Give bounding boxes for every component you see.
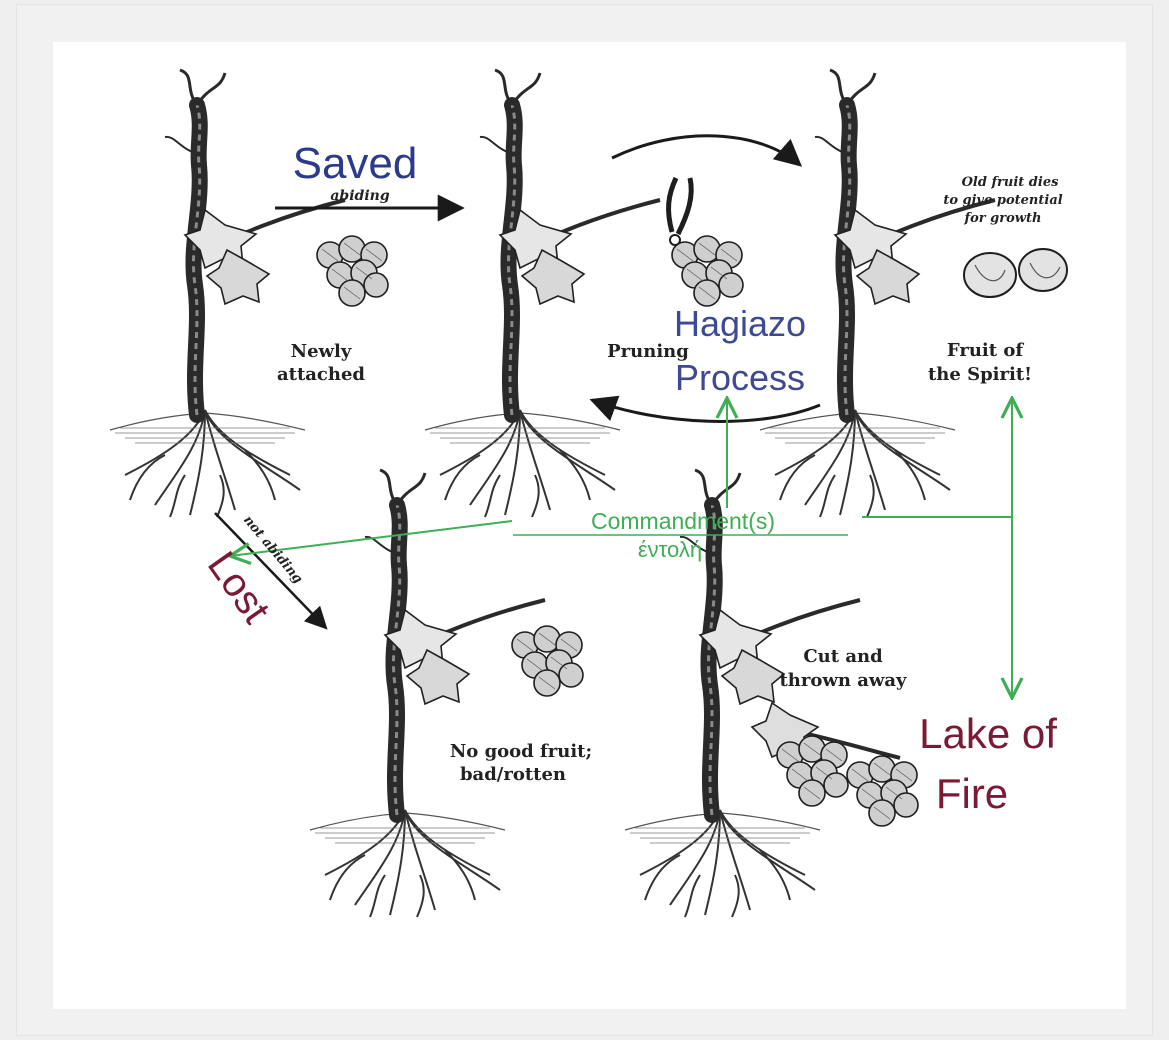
vine-tree-icon (310, 470, 583, 917)
grape-cluster-icon (964, 249, 1067, 297)
abiding-label: abiding (330, 188, 389, 204)
cycle-arrow-bottom (592, 400, 820, 421)
entole-label: έντολή (638, 537, 702, 562)
cut-and-label: Cut and (803, 646, 883, 667)
pruning-label: Pruning (607, 341, 689, 362)
commandments-label: Commandment(s) (591, 508, 775, 534)
hagiazo-label: Hagiazo (674, 303, 806, 344)
bad-rotten-label: bad/rotten (460, 764, 566, 785)
no-good-fruit-label: No good fruit; (450, 741, 592, 762)
old-fruit-label-1: Old fruit dies (962, 175, 1060, 190)
cut-branch-icon (752, 703, 918, 826)
process-label: Process (675, 357, 805, 398)
lake-of-label: Lake of (919, 710, 1057, 757)
cycle-arrow-top (612, 136, 800, 165)
pruning-shears-icon (669, 178, 692, 245)
saved-label: Saved (293, 139, 418, 188)
fire-label: Fire (936, 770, 1008, 817)
old-fruit-label-3: for growth (964, 211, 1042, 226)
the-spirit-label: the Spirit! (928, 364, 1032, 385)
fruit-of-label: Fruit of (947, 340, 1024, 361)
old-fruit-label-2: to give potential (943, 193, 1062, 208)
vine-tree-icon (110, 70, 388, 517)
newly-label: Newly (291, 341, 352, 362)
lost-label: Lost (199, 544, 278, 631)
attached-label: attached (277, 364, 365, 385)
thrown-away-label: thrown away (779, 670, 907, 691)
vine-tree-icon (760, 70, 1067, 517)
